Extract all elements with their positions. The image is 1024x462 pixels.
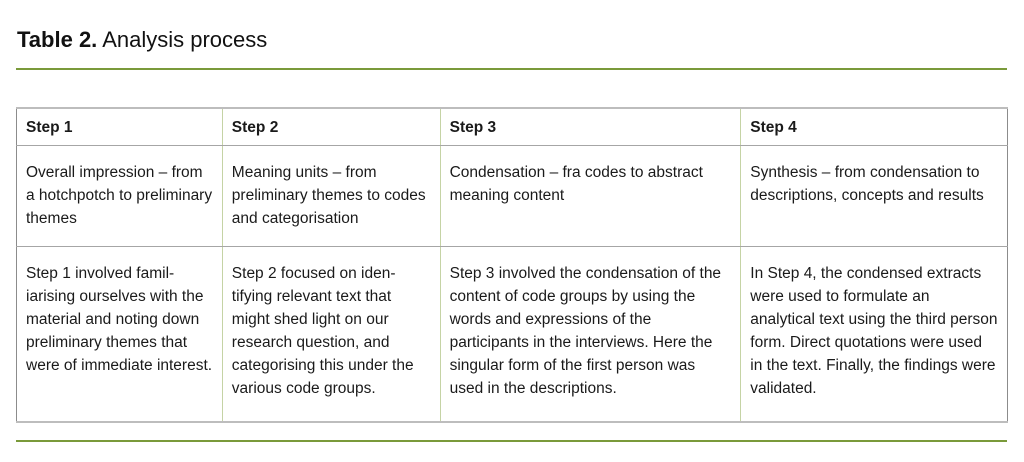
table-caption: Table 2. Analysis process bbox=[17, 26, 267, 54]
summary-step-3: Condensation – fra codes to abstract mea… bbox=[439, 144, 742, 247]
detail-step-3: Step 3 involved the condensation of the … bbox=[439, 245, 742, 423]
detail-step-1: Step 1 involved famil-iarising ourselves… bbox=[16, 245, 223, 423]
table-row-detail: Step 1 involved famil-iarising ourselves… bbox=[16, 245, 1008, 423]
bottom-rule bbox=[16, 440, 1007, 442]
header-step-4: Step 4 bbox=[740, 107, 1008, 146]
summary-step-1: Overall impression – from a hotchpotch t… bbox=[16, 144, 223, 247]
detail-step-2: Step 2 focused on iden-tifying relevant … bbox=[221, 245, 441, 423]
table-row-summary: Overall impression – from a hotchpotch t… bbox=[16, 144, 1008, 247]
detail-step-4: In Step 4, the condensed extracts were u… bbox=[740, 245, 1008, 423]
analysis-process-table: Step 1 Step 2 Step 3 Step 4 Overall impr… bbox=[16, 107, 1008, 423]
header-step-3: Step 3 bbox=[439, 107, 742, 146]
top-rule bbox=[16, 68, 1007, 70]
summary-step-4: Synthesis – from condensation to descrip… bbox=[740, 144, 1008, 247]
table-number: Table 2. bbox=[17, 27, 98, 52]
header-step-1: Step 1 bbox=[16, 107, 223, 146]
table-title: Analysis process bbox=[97, 27, 268, 52]
header-step-2: Step 2 bbox=[221, 107, 441, 146]
summary-step-2: Meaning units – from preliminary themes … bbox=[221, 144, 441, 247]
table-header-row: Step 1 Step 2 Step 3 Step 4 bbox=[16, 107, 1008, 146]
